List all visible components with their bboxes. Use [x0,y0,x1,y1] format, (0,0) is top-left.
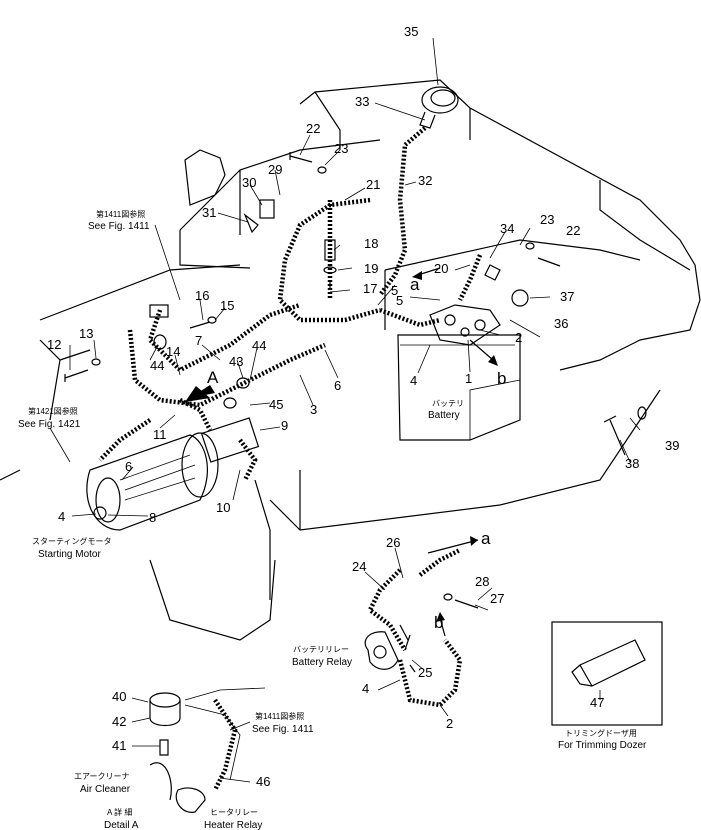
part-number-31: 31 [202,205,216,220]
detail-a-label-en: Detail A [104,820,139,830]
connection-letter-a-inset: a [481,529,491,548]
starting-motor-label-jp: スターティングモータ [32,536,112,546]
see-fig-1411-top-en: See Fig. 1411 [88,221,150,232]
battery-relay-label-jp: バッテリリレー [293,645,349,654]
heater-relay-label-jp: ヒータリレー [210,808,258,817]
view-letter-A: A [207,368,219,387]
see-fig-1421-jp: 第1421図参照 [28,406,78,416]
part-number-24: 24 [352,559,366,574]
part-number-9: 9 [281,418,288,433]
machine-body-outline [0,79,701,641]
headlamp [419,86,459,129]
part-number-23-top: 23 [334,141,348,156]
part-number-46: 46 [256,774,270,789]
trimming-dozer-box [551,621,663,726]
bolts-and-parts [64,152,647,456]
part-number-40: 40 [112,689,126,704]
leader-lines [49,37,641,783]
part-number-6-main: 6 [334,378,341,393]
part-number-17: 17 [363,281,377,296]
battery-label-jp: バッテリ [432,399,464,408]
part-number-20: 20 [434,261,448,276]
part-number-7: 7 [195,333,202,348]
part-number-38: 38 [625,456,639,471]
part-number-2-main: 2 [515,330,522,345]
part-number-30: 30 [242,175,256,190]
battery-label-en: Battery [428,410,460,421]
part-number-45: 45 [269,397,283,412]
connection-letter-b-main: b [497,369,506,388]
part-number-1: 1 [465,371,472,386]
part-number-5-upper: 5 [391,283,398,298]
part-number-44-right: 44 [252,338,266,353]
part-number-13: 13 [79,326,93,341]
part-number-22-top: 22 [306,121,320,136]
part-number-35: 35 [404,24,418,39]
part-number-33: 33 [355,94,369,109]
see-fig-1411-bottom-jp: 第1411図参照 [255,711,304,721]
part-number-36: 36 [554,316,568,331]
battery-relay-inset [364,547,479,708]
battery-terminals [429,289,529,346]
part-number-37: 37 [560,289,574,304]
part-number-4-motor: 4 [58,509,65,524]
part-number-22-right: 22 [566,223,580,238]
part-number-18: 18 [364,236,378,251]
part-number-2-relay: 2 [446,716,453,731]
trimming-dozer-label-en: For Trimming Dozer [558,740,647,751]
part-number-32: 32 [418,173,432,188]
part-number-23-right: 23 [540,212,554,227]
connection-letter-a-main: a [410,275,420,294]
part-number-8: 8 [149,510,156,525]
direction-arrows [185,267,498,637]
part-number-10: 10 [216,500,230,515]
part-number-14: 14 [166,344,180,359]
part-number-27: 27 [490,591,504,606]
part-number-42: 42 [112,714,126,729]
starting-motor-label-en: Starting Motor [38,549,101,560]
part-number-47: 47 [590,695,604,710]
trimming-dozer-label-jp: トリミングドーザ用 [565,728,637,738]
detail-a-label-jp: A 詳 細 [107,807,132,817]
part-number-25: 25 [418,665,432,680]
part-number-5-lower: 5 [396,293,403,308]
part-number-39: 39 [665,438,679,453]
battery-relay-label-en: Battery Relay [292,657,352,668]
part-number-6-motor: 6 [125,459,132,474]
part-number-41: 41 [112,738,126,753]
part-number-15: 15 [220,298,234,313]
see-fig-1411-top-jp: 第1411図参照 [96,209,145,219]
part-number-12: 12 [47,337,61,352]
part-number-4-relay: 4 [362,681,369,696]
part-number-4-main: 4 [410,373,417,388]
part-number-16: 16 [195,288,209,303]
part-number-21: 21 [366,177,380,192]
part-number-26: 26 [386,535,400,550]
part-number-29: 29 [268,162,282,177]
air-cleaner-label-jp: エアークリーナ [74,772,130,781]
part-number-43: 43 [229,354,243,369]
starting-motor [86,417,260,531]
part-number-3: 3 [310,402,317,417]
part-number-19: 19 [364,261,378,276]
part-number-11: 11 [153,427,167,442]
connection-letter-b-inset: b [434,613,443,632]
see-fig-1421-en: See Fig. 1421 [18,419,81,430]
part-number-28: 28 [475,574,489,589]
heater-relay-label-en: Heater Relay [204,820,262,830]
see-fig-1411-bottom-en: See Fig. 1411 [252,724,314,735]
part-number-44-left: 44 [150,358,164,373]
wiring-harnesses [98,126,483,482]
detail-a-inset [149,687,266,813]
air-cleaner-label-en: Air Cleaner [80,784,131,795]
part-number-34: 34 [500,221,514,236]
